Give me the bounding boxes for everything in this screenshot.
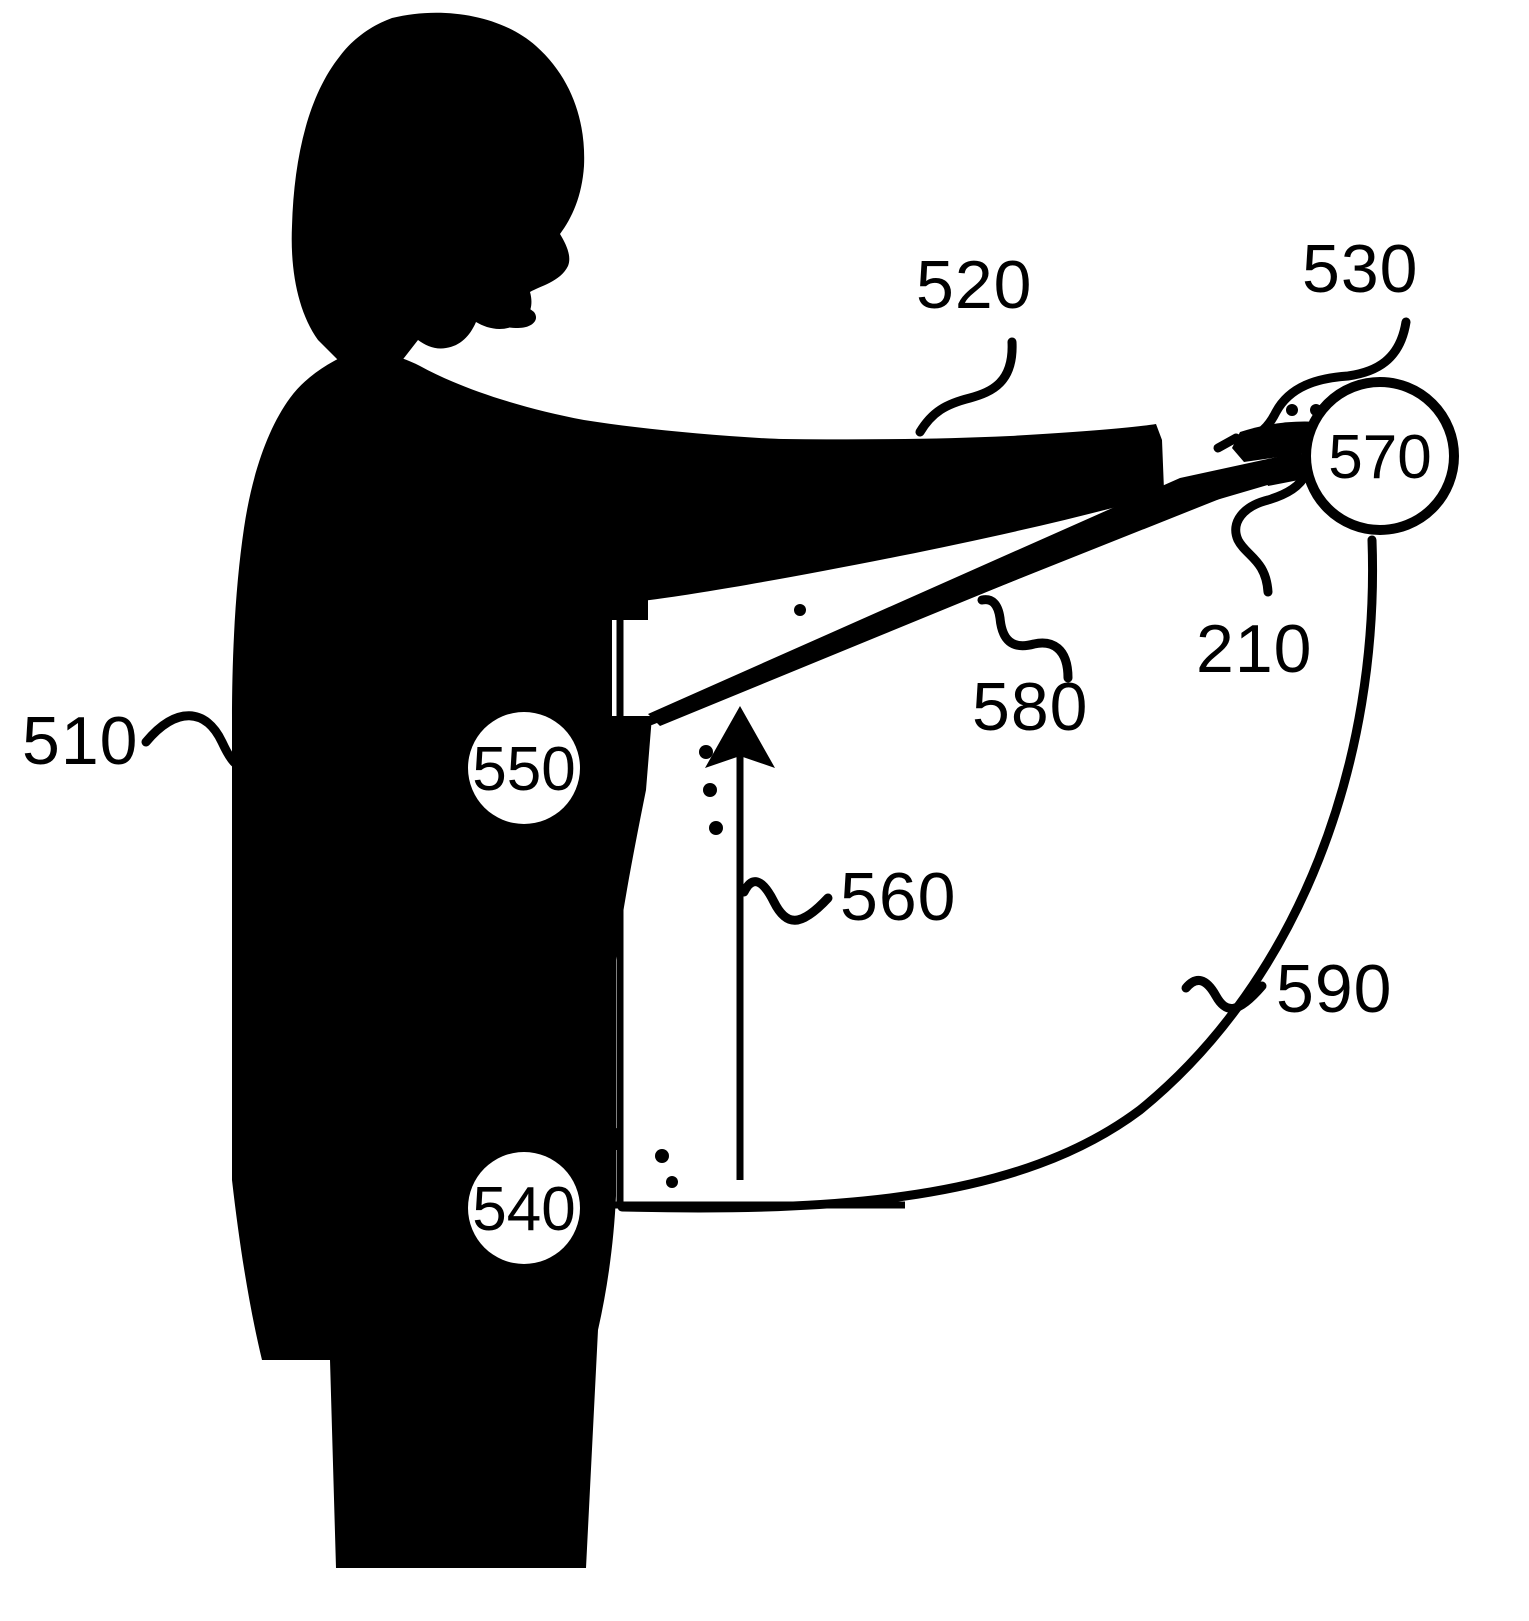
speck-f bbox=[703, 783, 717, 797]
eye-detail bbox=[398, 168, 435, 201]
speck-c bbox=[666, 1176, 678, 1188]
head-silhouette bbox=[291, 12, 585, 373]
marker-ring-570 bbox=[1301, 377, 1459, 535]
label-560: 560 bbox=[840, 859, 956, 935]
offset-arrow-head bbox=[705, 706, 775, 768]
leader-lines bbox=[141, 317, 1411, 1013]
leader-530-tick bbox=[1213, 433, 1241, 453]
person-silhouette bbox=[232, 12, 1340, 1568]
circled-markers: 550 540 570 bbox=[468, 377, 1459, 1264]
marker-label-570: 570 bbox=[1328, 423, 1431, 492]
marker-label-540: 540 bbox=[472, 1175, 575, 1244]
leader-560 bbox=[739, 877, 833, 925]
label-580: 580 bbox=[972, 669, 1088, 745]
speck-h bbox=[794, 604, 806, 616]
offset-arrow-560 bbox=[705, 706, 775, 1180]
label-210: 210 bbox=[1196, 611, 1312, 687]
brow-detail bbox=[486, 148, 530, 172]
pointing-ray-580 bbox=[648, 452, 1320, 726]
torso-silhouette bbox=[232, 350, 1150, 1568]
leader-590 bbox=[1181, 976, 1267, 1013]
marker-disc-550 bbox=[468, 712, 580, 824]
arc-trajectory-590 bbox=[617, 535, 1378, 1213]
speck-a bbox=[1286, 404, 1298, 416]
leader-510 bbox=[141, 711, 257, 771]
mouth-detail bbox=[466, 294, 537, 328]
label-520: 520 bbox=[916, 247, 1032, 323]
leader-530 bbox=[1243, 317, 1411, 443]
speck-e bbox=[709, 821, 723, 835]
marker-label-550: 550 bbox=[472, 735, 575, 804]
label-510: 510 bbox=[22, 703, 138, 779]
leader-520 bbox=[915, 337, 1017, 437]
leader-580 bbox=[977, 595, 1073, 683]
marker-disc-540 bbox=[468, 1152, 580, 1264]
label-530: 530 bbox=[1302, 231, 1418, 307]
speck-d bbox=[655, 1149, 669, 1163]
speck-g bbox=[699, 745, 713, 759]
nose-shadow-detail bbox=[450, 249, 494, 276]
reference-number-labels: 510 520 530 210 580 560 590 bbox=[22, 231, 1418, 1027]
extended-arm-silhouette bbox=[560, 424, 1164, 606]
geometry-overlay bbox=[600, 452, 1378, 1213]
leader-210 bbox=[1231, 469, 1311, 597]
label-590: 590 bbox=[1276, 951, 1392, 1027]
